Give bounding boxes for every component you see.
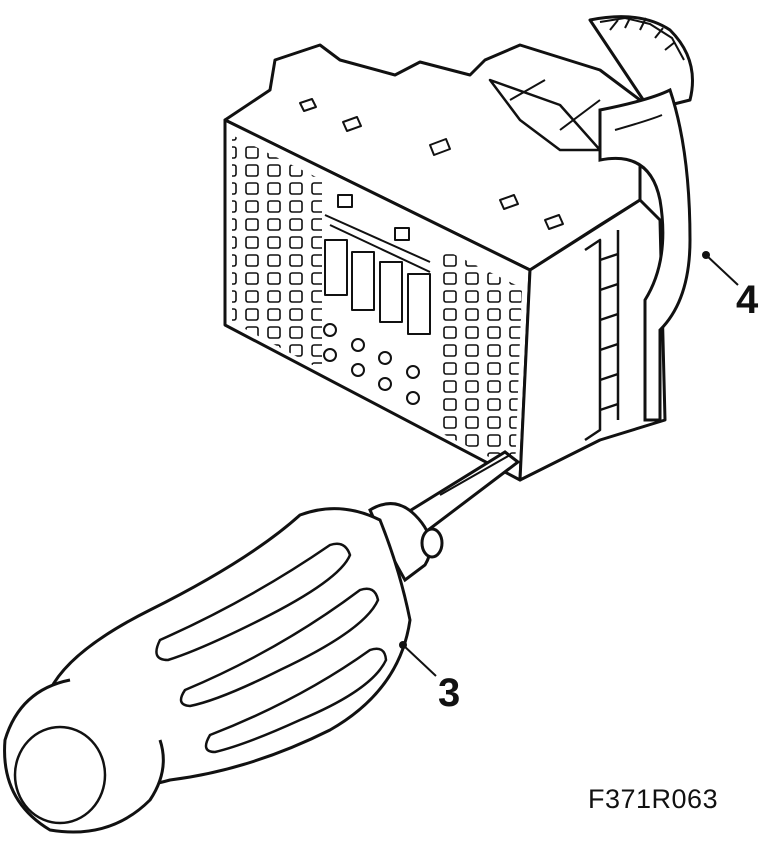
connector-housing-icon (223, 15, 694, 482)
screwdriver-icon (3, 450, 521, 834)
cable-boot (588, 15, 694, 112)
pin-grid-left (232, 135, 322, 370)
pin-grid-right (435, 245, 522, 470)
center-key-slots (323, 194, 431, 405)
connector-side-face (518, 198, 667, 482)
screwdriver-butt (3, 678, 165, 834)
side-ribs (584, 230, 620, 442)
callout-3: 3 (399, 641, 460, 715)
callout-4: 4 (702, 251, 759, 322)
connector-lock-clip (598, 87, 692, 422)
handle-grooves (155, 542, 388, 754)
top-face-tabs (299, 98, 564, 230)
callout-number-3: 3 (438, 671, 460, 715)
figure-code: F371R063 (588, 784, 718, 814)
callout-number-4: 4 (736, 278, 759, 322)
